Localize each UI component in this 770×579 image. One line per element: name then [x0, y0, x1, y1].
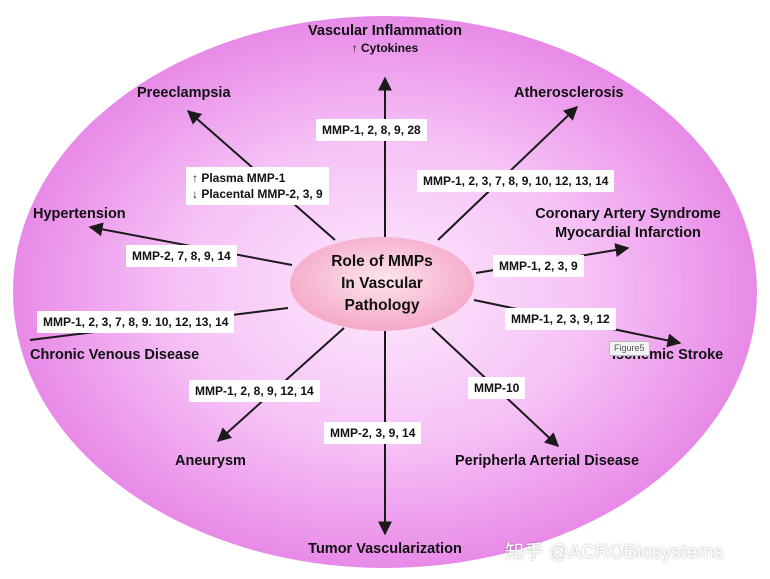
- mmp-box-tumor: MMP-2, 3, 9, 14: [324, 422, 422, 444]
- label-vascular-inflammation: Vascular Inflammation ↑ Cytokines: [293, 22, 477, 56]
- preeclampsia-mmp-line-2: ↓ Placental MMP-2, 3, 9: [192, 187, 323, 201]
- mmp-box-coronary: MMP-1, 2, 3, 9: [493, 255, 584, 277]
- coronary-line-2: Myocardial Infarction: [555, 225, 701, 241]
- center-title: Role of MMPs In Vascular Pathology: [290, 237, 474, 331]
- label-tumor: Tumor Vascularization: [308, 541, 462, 557]
- center-line-1: Role of MMPs: [331, 253, 433, 270]
- label-chronic-venous: Chronic Venous Disease: [30, 347, 200, 363]
- figure-tag: Figure5: [609, 341, 650, 356]
- preeclampsia-mmp-line-1: ↑ Plasma MMP-1: [192, 171, 286, 185]
- label-coronary: Coronary Artery Syndrome Myocardial Infa…: [517, 205, 739, 243]
- label-preeclampsia: Preeclampsia: [137, 85, 231, 101]
- mmp-box-vascular-inflammation: MMP-1, 2, 8, 9, 28: [316, 119, 427, 141]
- label-atherosclerosis: Atherosclerosis: [514, 85, 624, 101]
- mmp-box-peripheral: MMP-10: [468, 377, 526, 399]
- center-line-3: Pathology: [344, 297, 420, 314]
- watermark: 知乎 @ACROBiosystems: [505, 542, 724, 563]
- center-line-2: In Vascular: [341, 275, 423, 292]
- mmp-box-aneurysm: MMP-1, 2, 8, 9, 12, 14: [189, 380, 320, 402]
- mmp-box-chronic-venous: MMP-1, 2, 3, 7, 8, 9. 10, 12, 13, 14: [37, 311, 235, 333]
- label-peripheral: Peripherla Arterial Disease: [455, 453, 640, 469]
- vascular-inflammation-title: Vascular Inflammation: [308, 23, 462, 39]
- mmp-box-atherosclerosis: MMP-1, 2, 3, 7, 8, 9, 10, 12, 13, 14: [417, 170, 615, 192]
- mmp-box-preeclampsia: ↑ Plasma MMP-1 ↓ Placental MMP-2, 3, 9: [186, 167, 329, 205]
- label-hypertension: Hypertension: [33, 206, 126, 222]
- mmp-box-hypertension: MMP-2, 7, 8, 9, 14: [126, 245, 237, 267]
- mmp-box-ischemic-stroke: MMP-1, 2, 3, 9, 12: [505, 308, 616, 330]
- vascular-inflammation-sub: ↑ Cytokines: [351, 41, 419, 55]
- label-aneurysm: Aneurysm: [175, 453, 246, 469]
- coronary-line-1: Coronary Artery Syndrome: [535, 206, 721, 222]
- center-hub: [290, 237, 474, 331]
